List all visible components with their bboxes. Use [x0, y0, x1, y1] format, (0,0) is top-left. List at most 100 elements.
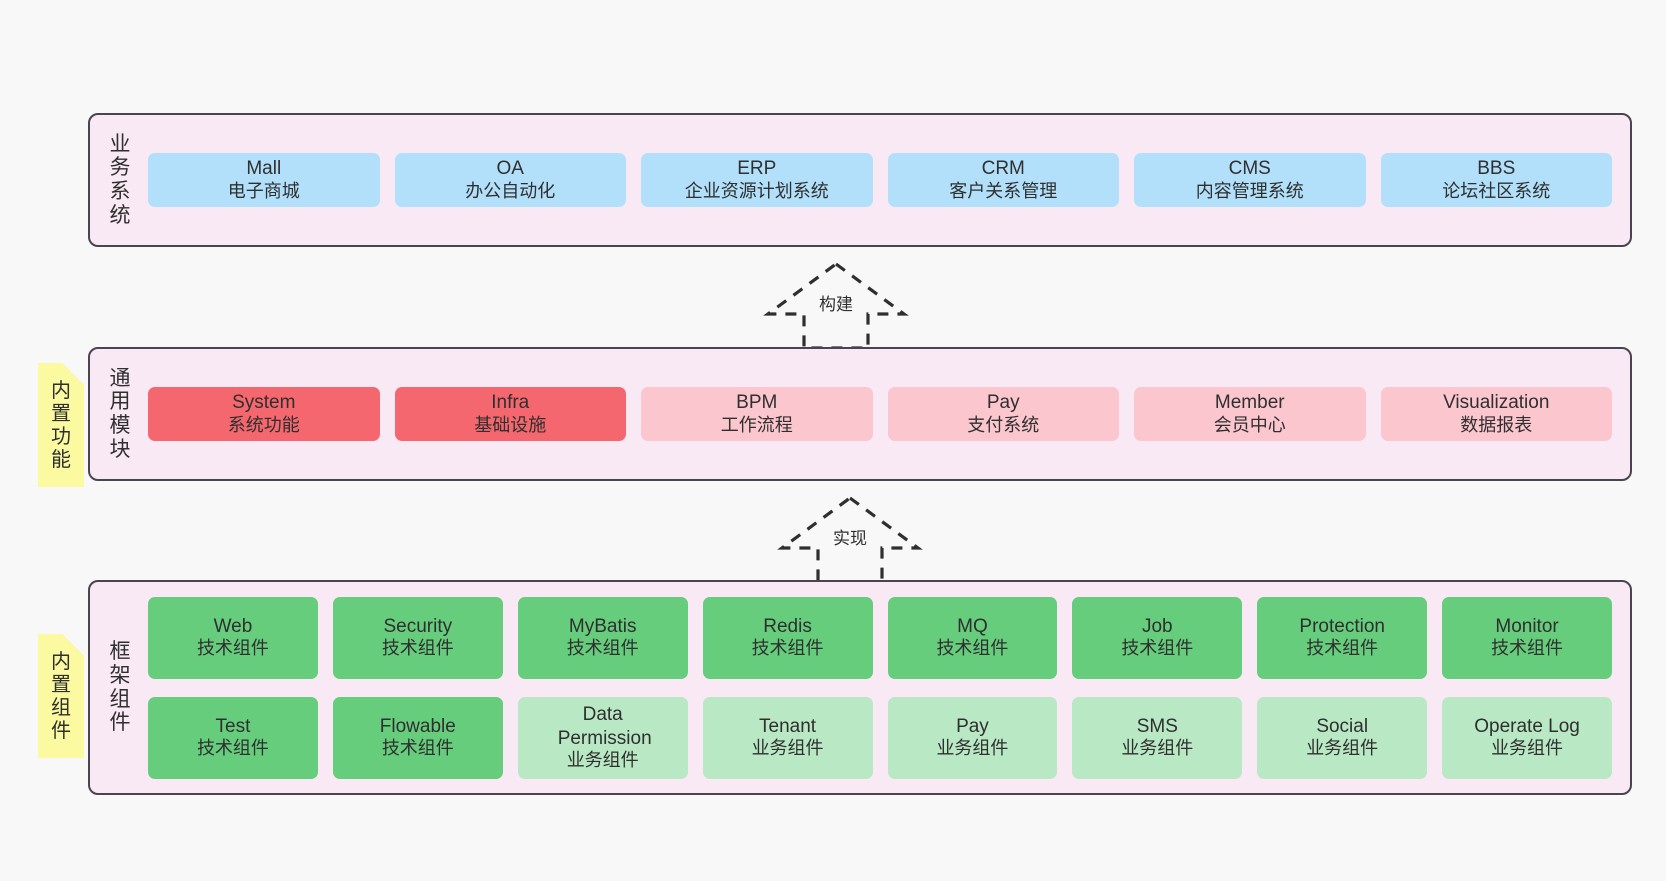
node-subtitle: 业务组件	[751, 738, 824, 759]
node-data-permission[interactable]: Data Permission 业务组件	[517, 696, 688, 779]
node-title: Tenant	[759, 715, 817, 737]
node-flowable[interactable]: Flowable 技术组件	[332, 696, 503, 779]
node-row: Test 技术组件 Flowable 技术组件 Data Permission …	[148, 696, 1612, 779]
node-subtitle: 业务组件	[566, 749, 639, 770]
node-job[interactable]: Job 技术组件	[1072, 596, 1243, 679]
layer-title-framework-components: 框架组件	[109, 640, 131, 735]
node-title: Social	[1316, 715, 1369, 737]
node-subtitle: 技术组件	[936, 638, 1009, 659]
node-mybatis[interactable]: MyBatis 技术组件	[517, 596, 688, 679]
node-subtitle: 技术组件	[196, 738, 269, 759]
node-title: Member	[1214, 392, 1285, 414]
node-social[interactable]: Social 业务组件	[1257, 696, 1428, 779]
node-title: Test	[215, 715, 251, 737]
node-title: MQ	[957, 615, 988, 637]
node-title: Protection	[1299, 615, 1385, 637]
node-subtitle: 电子商城	[227, 180, 300, 201]
layer-body-framework-components: Web 技术组件 Security 技术组件 MyBatis 技术组件 Redi…	[140, 582, 1630, 793]
node-title: Redis	[763, 615, 812, 637]
node-title: MyBatis	[568, 615, 637, 637]
node-subtitle: 技术组件	[381, 638, 454, 659]
layer-body-business-systems: Mall 电子商城 OA 办公自动化 ERP 企业资源计划系统 CRM 客户关系…	[140, 115, 1630, 245]
node-title: Mall	[246, 158, 282, 180]
node-pay[interactable]: Pay 支付系统	[887, 387, 1119, 441]
node-subtitle: 系统功能	[227, 414, 300, 435]
layer-common-modules: 通用模块 System 系统功能 Infra 基础设施 BPM 工作流程 Pay…	[88, 347, 1632, 481]
node-title: Data Permission	[557, 704, 652, 749]
node-subtitle: 技术组件	[381, 738, 454, 759]
layer-title-common-modules: 通用模块	[109, 366, 131, 461]
node-bbs[interactable]: BBS 论坛社区系统	[1380, 153, 1612, 207]
node-title: Flowable	[379, 715, 456, 737]
node-crm[interactable]: CRM 客户关系管理	[887, 153, 1119, 207]
node-mq[interactable]: MQ 技术组件	[887, 596, 1058, 679]
node-subtitle: 技术组件	[196, 638, 269, 659]
node-mall[interactable]: Mall 电子商城	[148, 153, 380, 207]
sticky-fold-corner	[62, 363, 84, 385]
node-system[interactable]: System 系统功能	[148, 387, 380, 441]
node-row: Web 技术组件 Security 技术组件 MyBatis 技术组件 Redi…	[148, 596, 1612, 679]
node-subtitle: 基础设施	[474, 414, 547, 435]
node-subtitle: 论坛社区系统	[1442, 180, 1551, 201]
node-operate-log[interactable]: Operate Log 业务组件	[1442, 696, 1612, 779]
node-monitor[interactable]: Monitor 技术组件	[1442, 596, 1612, 679]
sticky-note-builtin-components: 内置组件	[38, 634, 84, 758]
connector-implement-label: 实现	[833, 529, 867, 548]
node-subtitle: 业务组件	[1121, 738, 1194, 759]
node-row: System 系统功能 Infra 基础设施 BPM 工作流程 Pay 支付系统…	[148, 387, 1612, 441]
node-test[interactable]: Test 技术组件	[148, 696, 318, 779]
node-title: OA	[496, 158, 524, 180]
node-member[interactable]: Member 会员中心	[1134, 387, 1366, 441]
node-title: Infra	[491, 392, 530, 414]
node-subtitle: 技术组件	[751, 638, 824, 659]
node-title: CRM	[981, 158, 1025, 180]
sticky-fold-corner	[62, 634, 84, 656]
node-title: Pay	[986, 392, 1020, 414]
node-web[interactable]: Web 技术组件	[148, 596, 318, 679]
node-subtitle: 客户关系管理	[949, 180, 1058, 201]
node-bpm[interactable]: BPM 工作流程	[641, 387, 873, 441]
layer-framework-components: 框架组件 Web 技术组件 Security 技术组件 MyBatis 技术组件…	[88, 580, 1632, 795]
node-subtitle: 数据报表	[1460, 414, 1533, 435]
node-title: Web	[213, 615, 253, 637]
node-subtitle: 技术组件	[1491, 638, 1564, 659]
node-title: Job	[1141, 615, 1173, 637]
sticky-note-builtin-features: 内置功能	[38, 363, 84, 487]
sticky-note-text: 内置组件	[51, 650, 71, 743]
node-subtitle: 技术组件	[1121, 638, 1194, 659]
node-title: Visualization	[1443, 392, 1550, 414]
node-infra[interactable]: Infra 基础设施	[394, 387, 626, 441]
node-title: System	[232, 392, 296, 414]
node-title: Monitor	[1495, 615, 1559, 637]
node-tenant[interactable]: Tenant 业务组件	[702, 696, 873, 779]
node-title: SMS	[1136, 715, 1178, 737]
node-protection[interactable]: Protection 技术组件	[1257, 596, 1428, 679]
layer-business-systems: 业务系统 Mall 电子商城 OA 办公自动化 ERP 企业资源计划系统 CRM…	[88, 113, 1632, 247]
node-pay-component[interactable]: Pay 业务组件	[887, 696, 1058, 779]
node-visualization[interactable]: Visualization 数据报表	[1380, 387, 1612, 441]
node-subtitle: 技术组件	[566, 638, 639, 659]
node-subtitle: 会员中心	[1213, 414, 1286, 435]
node-title: CMS	[1228, 158, 1271, 180]
node-subtitle: 技术组件	[1306, 638, 1379, 659]
node-title: Security	[383, 615, 453, 637]
node-subtitle: 业务组件	[936, 738, 1009, 759]
node-sms[interactable]: SMS 业务组件	[1072, 696, 1243, 779]
node-subtitle: 支付系统	[967, 414, 1040, 435]
node-subtitle: 办公自动化	[465, 180, 556, 201]
layer-title-business-systems: 业务系统	[109, 132, 131, 227]
node-title: Operate Log	[1474, 715, 1580, 737]
node-title: Pay	[956, 715, 989, 737]
node-erp[interactable]: ERP 企业资源计划系统	[641, 153, 873, 207]
sticky-note-text: 内置功能	[51, 379, 71, 472]
node-oa[interactable]: OA 办公自动化	[394, 153, 626, 207]
node-cms[interactable]: CMS 内容管理系统	[1134, 153, 1366, 207]
connector-build-label: 构建	[819, 295, 853, 314]
node-security[interactable]: Security 技术组件	[332, 596, 503, 679]
node-redis[interactable]: Redis 技术组件	[702, 596, 873, 679]
node-subtitle: 内容管理系统	[1195, 180, 1304, 201]
node-title: BBS	[1477, 158, 1516, 180]
node-title: ERP	[737, 158, 777, 180]
node-subtitle: 企业资源计划系统	[684, 180, 829, 201]
